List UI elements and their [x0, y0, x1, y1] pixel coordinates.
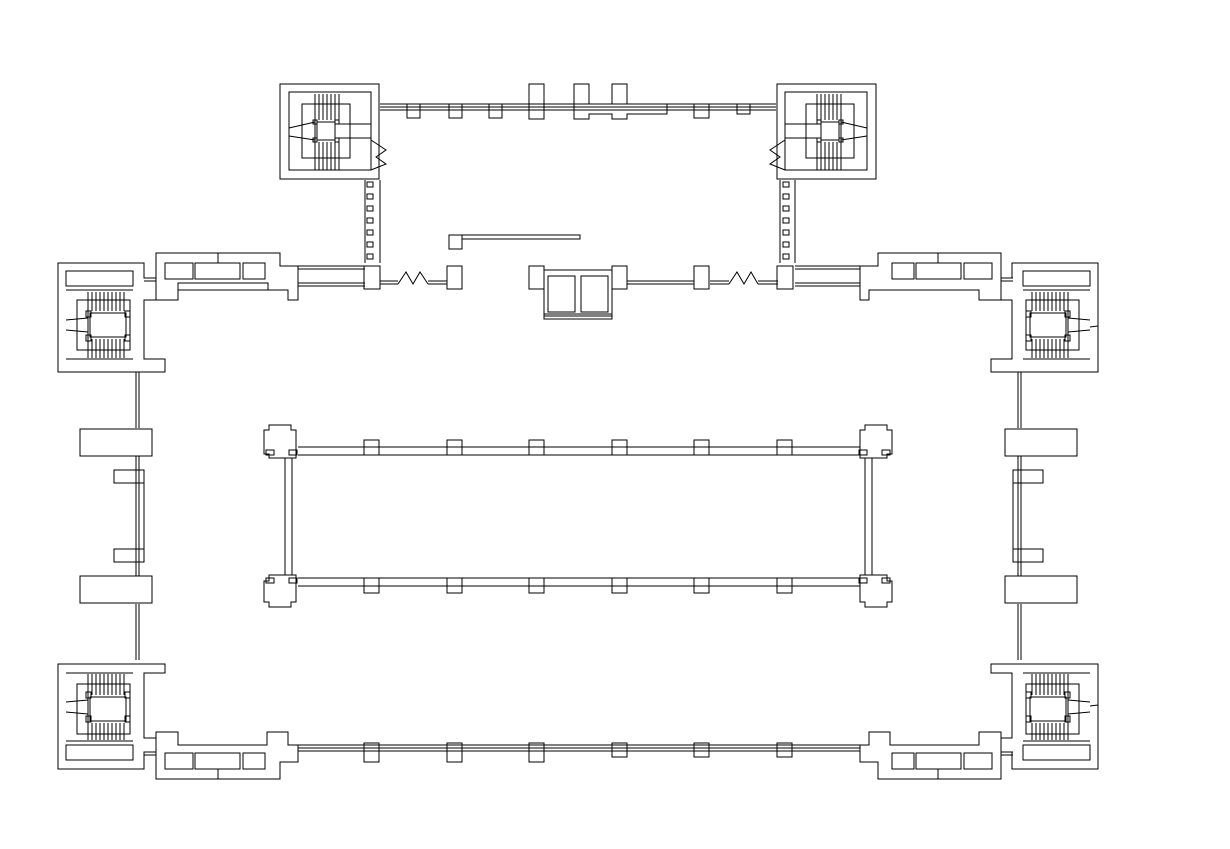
atrium-void — [264, 425, 892, 607]
service-block-south-west — [156, 732, 298, 779]
stair-core-east-upper — [991, 263, 1098, 372]
stair-core-north-east — [770, 84, 876, 179]
south-facade-columns — [364, 743, 792, 762]
service-block-north-east — [860, 253, 1001, 300]
west-facade-columns — [80, 429, 152, 603]
stair-core-north-west — [280, 84, 386, 179]
service-block-north-west — [156, 253, 298, 300]
stair-core-west-lower — [58, 664, 165, 769]
door-swing-icon — [398, 272, 758, 284]
elevator-icon — [544, 270, 612, 319]
lobby-partition — [447, 235, 709, 289]
north-wing-side-columns — [364, 182, 793, 289]
service-block-south-east — [860, 732, 1001, 779]
stair-core-west-upper — [58, 263, 165, 372]
north-wing-columns — [407, 84, 750, 119]
east-facade-columns — [1005, 429, 1077, 603]
atrium-columns — [364, 440, 792, 593]
stair-core-east-lower — [991, 664, 1098, 769]
